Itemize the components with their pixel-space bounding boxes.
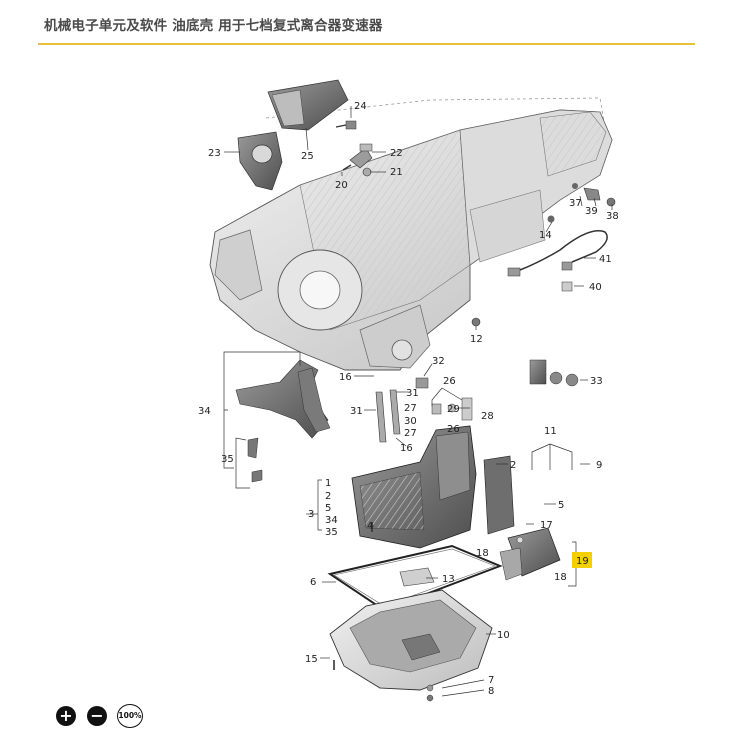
callout-31[interactable]: 31 <box>406 388 419 399</box>
callout-8[interactable]: 8 <box>488 686 494 697</box>
callout-7[interactable]: 7 <box>488 675 494 686</box>
callout-26b[interactable]: 26 <box>447 424 460 435</box>
zoom-reset-button[interactable]: 100% <box>117 704 143 728</box>
callout-6[interactable]: 6 <box>310 577 316 588</box>
minus-circle-icon: − <box>90 706 104 725</box>
plus-circle-icon: + <box>59 706 73 725</box>
callout-34[interactable]: 34 <box>198 406 211 417</box>
callout-38[interactable]: 38 <box>606 211 619 222</box>
callout-41[interactable]: 41 <box>599 254 612 265</box>
callout-22[interactable]: 22 <box>390 148 403 159</box>
tubes-31 <box>375 389 401 443</box>
transmission-housing <box>209 97 613 371</box>
callout-17[interactable]: 17 <box>540 520 553 531</box>
callout-19[interactable]: 19 <box>576 556 589 567</box>
callout-32[interactable]: 32 <box>432 356 445 367</box>
callout-5[interactable]: 5 <box>325 503 331 514</box>
sensor-parts-20-22 <box>342 143 373 177</box>
cover-25 <box>267 79 349 131</box>
callout-35[interactable]: 35 <box>221 454 234 465</box>
zoom-out-button[interactable]: − <box>87 706 107 726</box>
mount-bracket-23 <box>237 131 283 191</box>
callout-18[interactable]: 18 <box>476 548 489 559</box>
callout-34b[interactable]: 34 <box>325 515 338 526</box>
callout-2[interactable]: 2 <box>325 491 331 502</box>
bolt-24 <box>335 120 357 130</box>
callout-30[interactable]: 30 <box>404 416 417 427</box>
callout-26[interactable]: 26 <box>443 376 456 387</box>
callout-25[interactable]: 25 <box>301 151 314 162</box>
callout-19-highlight <box>572 552 592 568</box>
brackets-34-35 <box>235 359 331 483</box>
callout-18b[interactable]: 18 <box>554 572 567 583</box>
callout-16[interactable]: 16 <box>339 372 352 383</box>
callout-3[interactable]: 3 <box>308 509 314 520</box>
callout-27b[interactable]: 27 <box>404 428 417 439</box>
callout-29[interactable]: 29 <box>447 404 460 415</box>
filter-19 <box>499 527 561 581</box>
title-divider <box>38 43 695 45</box>
callout-27[interactable]: 27 <box>404 403 417 414</box>
callout-21[interactable]: 21 <box>390 167 403 178</box>
callout-31b[interactable]: 31 <box>350 406 363 417</box>
callout-layer: 1 2 2 3 4 5 5 6 7 8 9 10 11 12 13 14 15 … <box>198 101 619 697</box>
callout-39[interactable]: 39 <box>585 206 598 217</box>
callout-1[interactable]: 1 <box>325 478 331 489</box>
callout-5b[interactable]: 5 <box>558 500 564 511</box>
callout-40[interactable]: 40 <box>589 282 602 293</box>
oil-pan-10 <box>329 589 493 702</box>
callout-28[interactable]: 28 <box>481 411 494 422</box>
callout-20[interactable]: 20 <box>335 180 348 191</box>
callout-23[interactable]: 23 <box>208 148 221 159</box>
leader-lines <box>223 106 613 697</box>
callout-35b[interactable]: 35 <box>325 527 338 538</box>
gasket-6 <box>327 544 503 612</box>
callout-15[interactable]: 15 <box>305 654 318 665</box>
zoom-reset-label: 100% <box>117 704 143 728</box>
callout-4[interactable]: 4 <box>367 521 373 532</box>
callout-2b[interactable]: 2 <box>510 460 516 471</box>
callout-16b[interactable]: 16 <box>400 443 413 454</box>
callout-24[interactable]: 24 <box>354 101 367 112</box>
zoom-in-button[interactable]: + <box>56 706 76 726</box>
mechatronic-unit <box>351 425 515 549</box>
callout-33[interactable]: 33 <box>590 376 603 387</box>
callout-10[interactable]: 10 <box>497 630 510 641</box>
callout-9[interactable]: 9 <box>596 460 602 471</box>
callout-11[interactable]: 11 <box>544 426 557 437</box>
small-parts-26-33 <box>415 359 579 421</box>
callout-14[interactable]: 14 <box>539 230 552 241</box>
sensor-parts-37-41 <box>471 183 616 327</box>
callout-12[interactable]: 12 <box>470 334 483 345</box>
callout-13[interactable]: 13 <box>442 574 455 585</box>
page-title: 机械电子单元及软件 油底壳 用于七档复式离合器变速器 <box>44 18 383 34</box>
callout-37[interactable]: 37 <box>569 198 582 209</box>
